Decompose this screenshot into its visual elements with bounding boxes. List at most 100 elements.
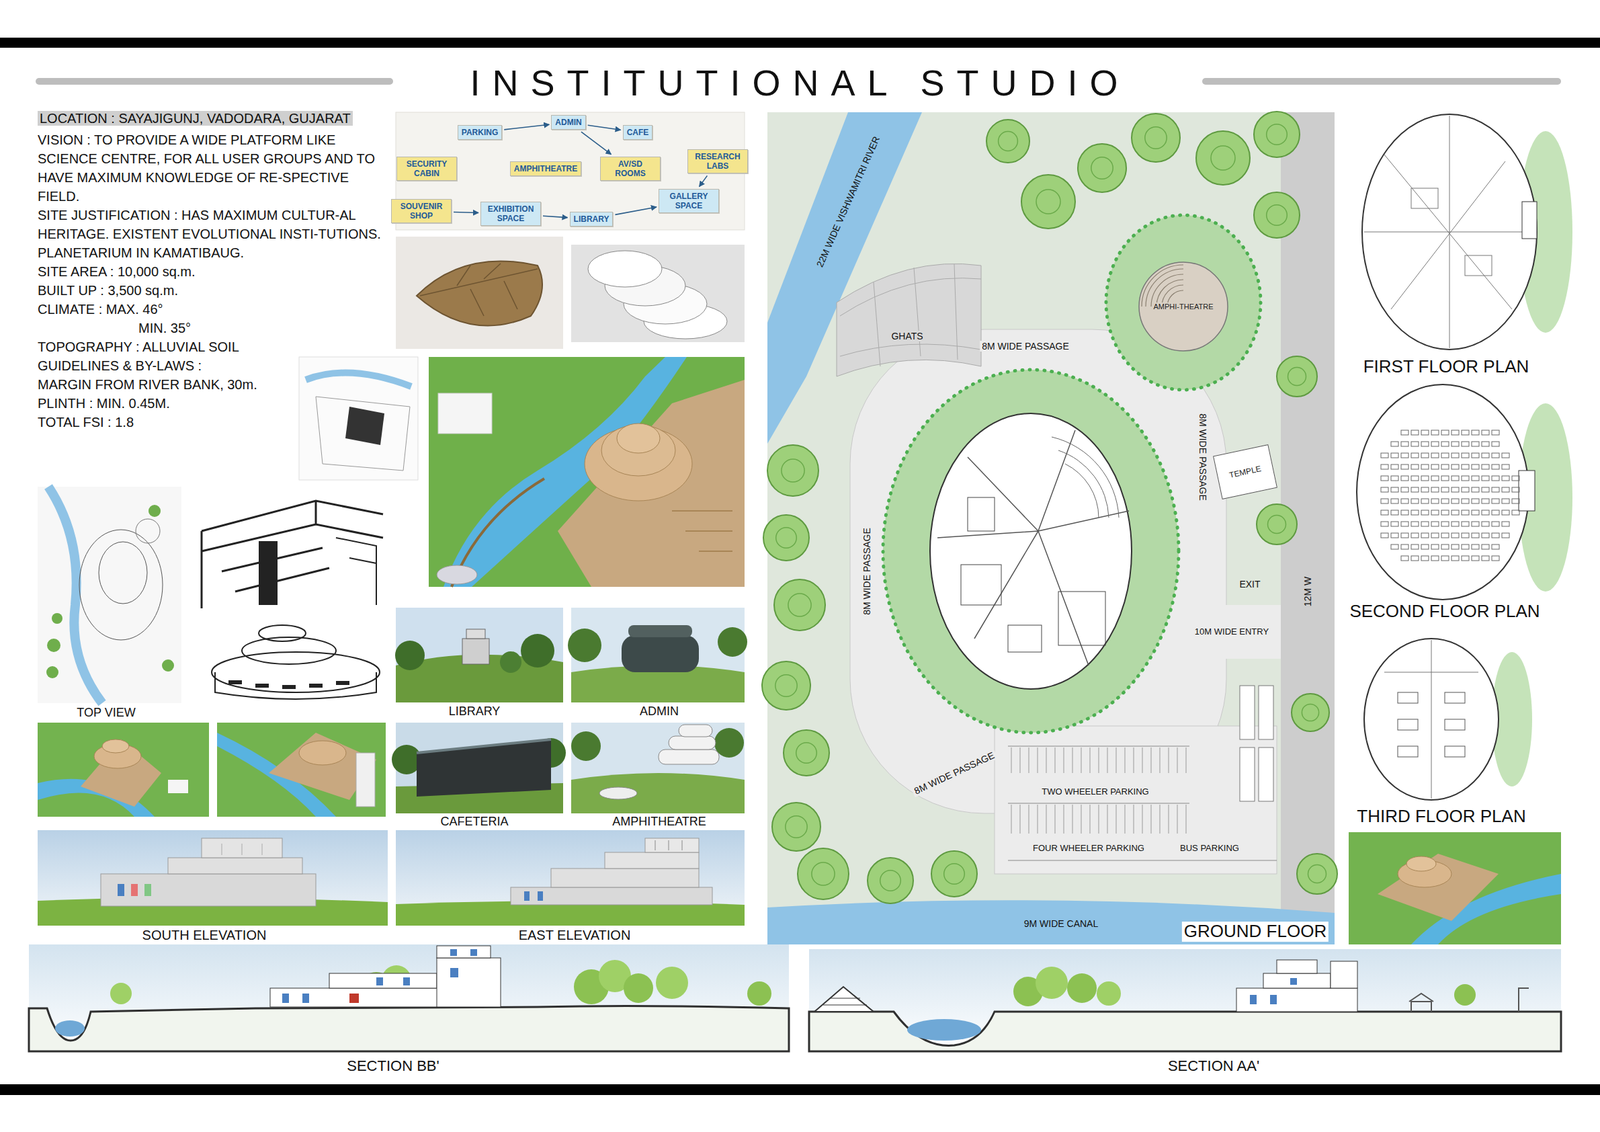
- entry-label: 10M WIDE ENTRY: [1192, 626, 1271, 638]
- amphitheatre-render: [599, 786, 638, 799]
- auditorium-seats: [1441, 510, 1449, 515]
- parking-stalls: [1063, 804, 1065, 834]
- text-line: LOCATION : SAYAJIGUNJ, VADODARA, GUJARAT: [37, 108, 391, 128]
- parking-stalls: [1177, 804, 1178, 834]
- auditorium-seats: [1491, 498, 1500, 504]
- auditorium-seats: [1471, 532, 1480, 538]
- site-trees: [762, 111, 1338, 904]
- site-trees: [1021, 174, 1076, 229]
- section-aa: [907, 1018, 982, 1041]
- sticky-note: AV/SD ROOMS: [600, 156, 661, 182]
- auditorium-seats: [1471, 430, 1480, 435]
- image-caption: CAFETERIA: [440, 814, 509, 829]
- site-plan: [836, 263, 982, 377]
- auditorium-seats: [1441, 532, 1449, 538]
- node-text: AMPHI-THEATRE: [1151, 302, 1215, 311]
- cafeteria-render: [391, 722, 566, 814]
- section-trees: [1035, 966, 1068, 999]
- amphitheatre-render: [678, 724, 713, 737]
- frame-bars: [0, 37, 1600, 1095]
- section-aa: [1409, 993, 1434, 1012]
- auditorium-seats: [1421, 544, 1429, 550]
- second-floor-plan: [1518, 403, 1573, 592]
- site-trees: [776, 527, 797, 549]
- site-trees: [1291, 693, 1330, 732]
- parking-stalls: [1116, 804, 1117, 834]
- model-photo-small: [217, 722, 386, 817]
- site-trees: [1196, 131, 1250, 185]
- section-bb: [55, 1020, 85, 1037]
- drawing-title: SECTION BB': [346, 1057, 439, 1074]
- auditorium-seats: [1461, 464, 1469, 470]
- south-elevation: [201, 837, 283, 858]
- auditorium-seats: [1401, 521, 1409, 527]
- auditorium-seats: [1451, 521, 1459, 527]
- parking-stalls: [1072, 804, 1074, 834]
- site-plan: [994, 725, 1277, 874]
- first-floor-plan: [1364, 115, 1536, 349]
- ground-floor-interior: [937, 430, 1129, 666]
- parking-stalls: [1107, 804, 1109, 834]
- leaf-photo: [395, 236, 564, 349]
- top-view-sketch: [135, 518, 160, 543]
- passage-label: 8M WIDE PASSAGE: [910, 748, 998, 797]
- auditorium-seats: [1391, 464, 1399, 470]
- auditorium-seats: [1451, 464, 1459, 470]
- section-trees: [747, 981, 772, 1006]
- flow-arrow: [614, 206, 657, 215]
- third-floor-plan: [1397, 719, 1418, 730]
- auditorium-seats: [1491, 464, 1500, 470]
- auditorium-seats: [1380, 487, 1389, 492]
- first-floor-plan: [1411, 188, 1439, 209]
- auditorium-seats: [1461, 487, 1469, 492]
- amphitheatre-render: [571, 722, 745, 814]
- auditorium-seats: [1501, 498, 1510, 504]
- auditorium-seats: [1391, 475, 1399, 481]
- parking-stalls: [1168, 747, 1170, 773]
- auditorium-seats: [1421, 487, 1429, 492]
- sticky-note: RESEARCH LABS: [687, 149, 748, 175]
- parking-stalls: [1081, 747, 1082, 773]
- auditorium-seats: [1391, 441, 1399, 447]
- auditorium-seats: [1421, 464, 1429, 470]
- site-data-note: TOPOGRAPHY : ALLUVIAL SOIL: [37, 339, 240, 355]
- top-view-sketch: [37, 486, 182, 703]
- section-bb: [28, 1005, 789, 1051]
- auditorium-seats: [1441, 544, 1449, 550]
- site-plan: [930, 413, 1132, 689]
- site-trees: [1145, 127, 1167, 149]
- south-elevation: [100, 873, 316, 906]
- auditorium-seats: [1380, 430, 1520, 561]
- node-text: EXHIBITION SPACE: [484, 204, 537, 224]
- auditorium-seats: [1431, 532, 1439, 538]
- auditorium-seats: [1421, 441, 1429, 447]
- section-trees: [655, 966, 689, 999]
- auditorium-seats: [1481, 452, 1490, 458]
- amphitheatre-render: [571, 772, 745, 814]
- east-elevation: [551, 868, 699, 888]
- text-line: SITE AREA : 10,000 sq.m.: [37, 262, 391, 281]
- frame-bars: [0, 37, 1600, 48]
- node-text: SECURITY CABIN: [400, 159, 453, 179]
- auditorium-seats: [1511, 498, 1520, 504]
- auditorium-seats: [1491, 487, 1500, 492]
- section-trees: [623, 973, 654, 1003]
- auditorium-seats: [1491, 475, 1500, 481]
- south-elevation: [221, 843, 263, 855]
- first-floor-plan: [1522, 201, 1537, 239]
- site-plan: [1106, 215, 1261, 390]
- east-elevation: [537, 891, 543, 901]
- site-trees: [767, 444, 819, 496]
- amphitheatre-render: [658, 749, 720, 765]
- section-aa: [1276, 959, 1318, 974]
- sticky-note: GALLERY SPACE: [658, 188, 720, 214]
- site-trees: [785, 815, 808, 838]
- model-photo-right: [1377, 853, 1499, 921]
- site-trees: [1296, 853, 1338, 894]
- first-floor-plan: [1362, 114, 1537, 350]
- foam-model-photo: [587, 250, 662, 287]
- section-aa: [823, 997, 867, 1005]
- auditorium-seats: [1411, 464, 1419, 470]
- auditorium-seats: [1421, 430, 1429, 435]
- building-sketch: [215, 671, 377, 699]
